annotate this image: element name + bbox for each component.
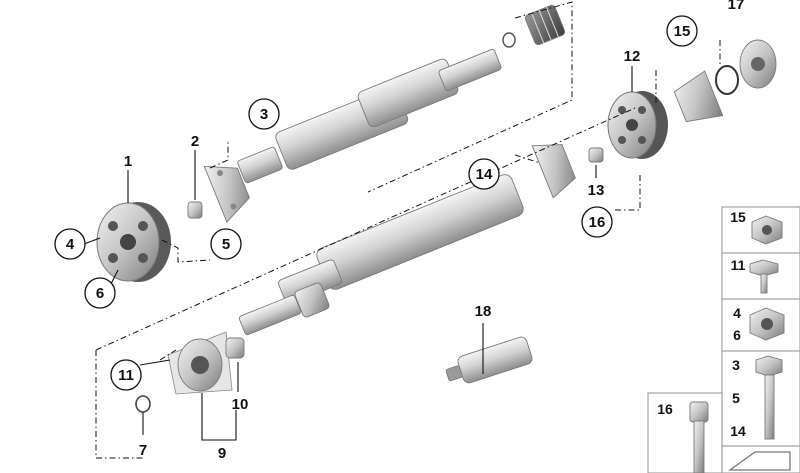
bushing-2 <box>187 201 203 219</box>
flex-disc-right <box>607 91 668 159</box>
callout-17: 17 <box>728 0 745 13</box>
svg-text:5: 5 <box>222 236 230 253</box>
svg-text:6: 6 <box>96 285 104 302</box>
grease-tube <box>445 336 533 384</box>
callout-16: 16 <box>581 206 613 238</box>
lower-shaft-flange <box>531 144 576 199</box>
screw-11 <box>749 259 779 294</box>
callout-1: 1 <box>124 153 132 170</box>
callout-14: 14 <box>468 158 500 190</box>
svg-text:16: 16 <box>657 401 673 417</box>
callout-4: 4 <box>54 228 86 260</box>
callout-9: 9 <box>218 445 226 462</box>
svg-text:15: 15 <box>674 23 691 40</box>
callout-7: 7 <box>139 442 147 459</box>
svg-text:15: 15 <box>730 209 746 225</box>
callout-2: 2 <box>191 133 199 150</box>
fastener-panel: 15 11 4 6 3 5 14 16 <box>647 206 800 473</box>
right-flange-yoke <box>673 70 724 123</box>
svg-text:16: 16 <box>589 214 606 231</box>
callout-15: 15 <box>666 15 698 47</box>
nut-4-6 <box>749 307 785 341</box>
circlip-7 <box>135 395 151 413</box>
nut-15 <box>751 215 783 245</box>
upper-snap-ring <box>502 32 516 48</box>
assembly-dash-lines <box>95 1 721 459</box>
callout-10: 10 <box>232 396 249 413</box>
right-o-ring <box>715 65 739 95</box>
upper-shaft-flange <box>203 165 250 223</box>
callout-6: 6 <box>84 277 116 309</box>
bolt-3-5-14 <box>755 355 783 440</box>
lower-shaft <box>238 144 576 336</box>
svg-text:4: 4 <box>733 305 741 321</box>
callout-11: 11 <box>110 359 142 391</box>
svg-text:3: 3 <box>732 357 740 373</box>
svg-text:5: 5 <box>732 390 740 406</box>
svg-text:6: 6 <box>733 327 741 343</box>
bolt-16 <box>689 401 709 473</box>
svg-text:14: 14 <box>476 166 493 183</box>
leader-lines <box>83 66 633 441</box>
center-bearing <box>167 331 233 395</box>
svg-text:11: 11 <box>731 257 746 273</box>
callout-5: 5 <box>210 228 242 260</box>
output-flange-17 <box>739 39 777 89</box>
callout-12: 12 <box>624 48 641 65</box>
bushing-13 <box>588 147 604 163</box>
svg-text:11: 11 <box>118 367 134 384</box>
upper-shaft <box>203 4 566 223</box>
callout-18: 18 <box>475 303 492 320</box>
flex-disc-left <box>96 202 171 282</box>
callout-13: 13 <box>588 182 605 199</box>
bushing-10 <box>225 337 245 359</box>
arrow-symbol-icon <box>727 451 791 471</box>
upper-shaft-boot <box>524 4 566 46</box>
svg-text:4: 4 <box>66 236 75 253</box>
svg-text:3: 3 <box>260 106 268 123</box>
svg-text:14: 14 <box>730 423 746 439</box>
callout-3: 3 <box>248 98 280 130</box>
lower-u-joint <box>294 282 330 318</box>
